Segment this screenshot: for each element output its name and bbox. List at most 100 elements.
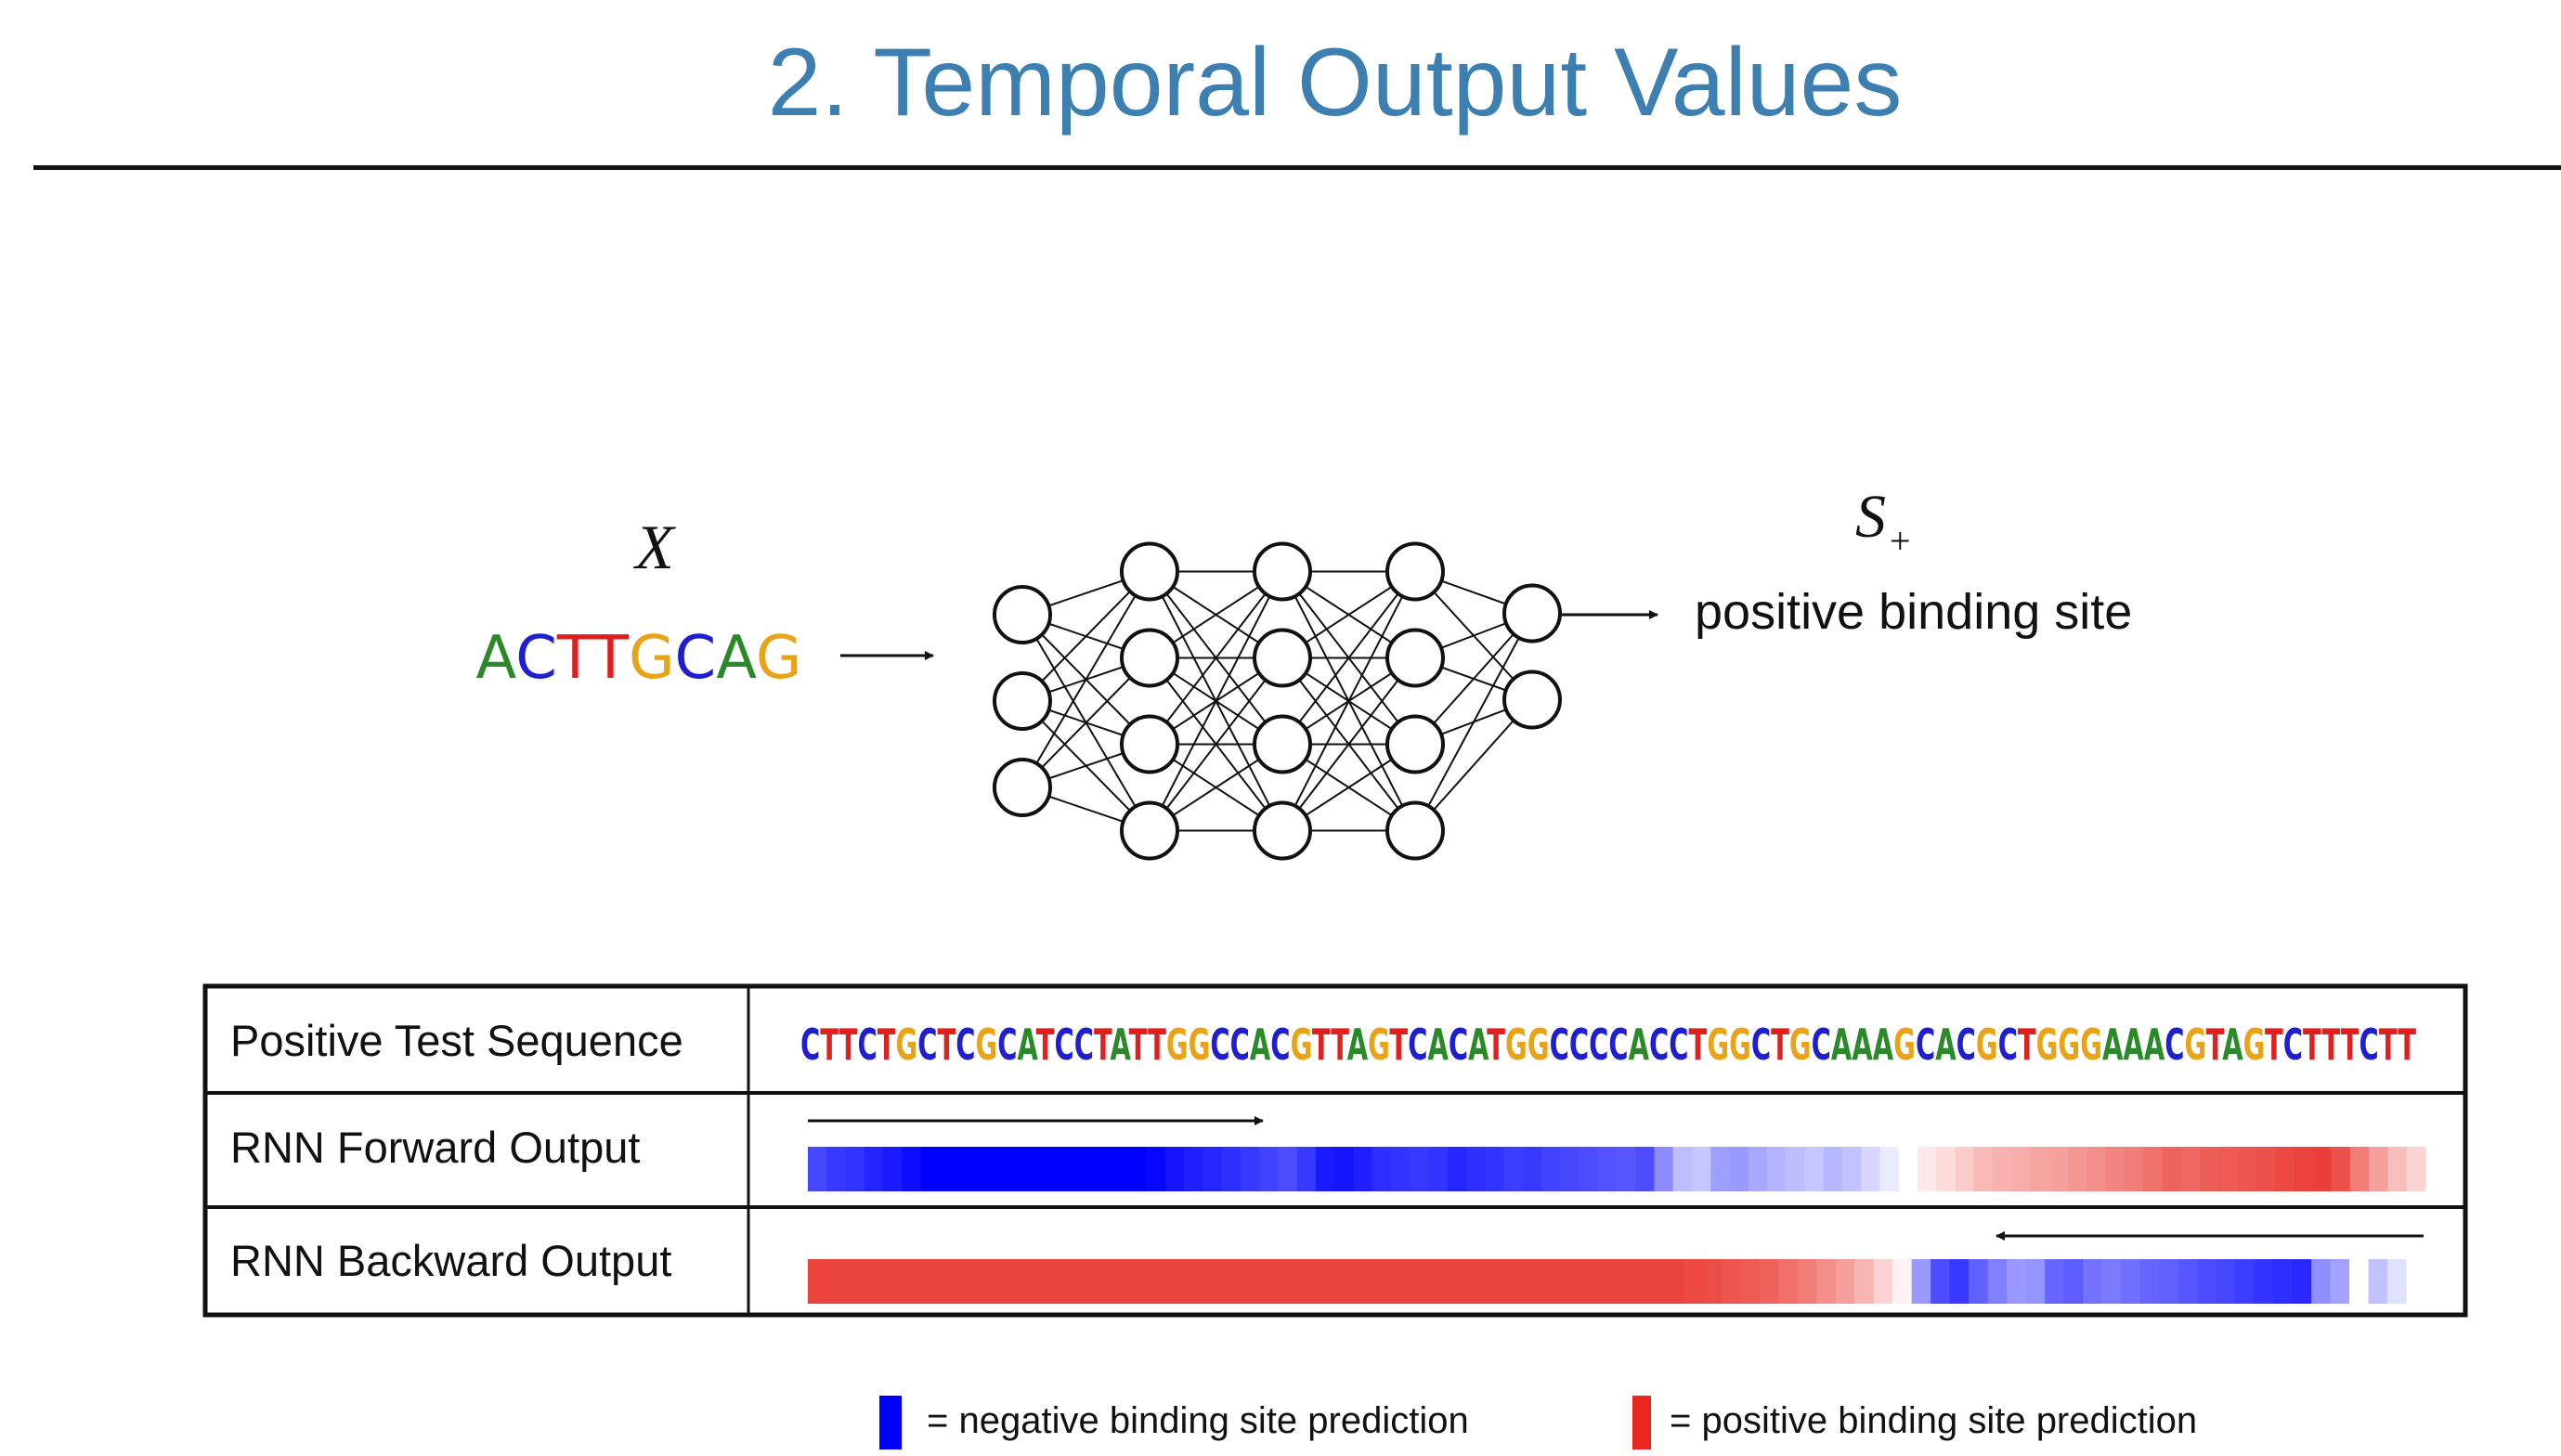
heatmap-cell [1955,1147,1975,1191]
output-variable-name: S [1855,483,1886,551]
test-nucleotide: A [1110,1020,1131,1070]
heatmap-cell [1321,1259,1342,1304]
test-nucleotide: G [895,1020,917,1070]
network-node [993,758,1052,817]
heatmap-cell [2368,1259,2388,1304]
heatmap-cell [2294,1147,2314,1191]
test-nucleotide: A [2222,1020,2243,1070]
heatmap-cell [826,1259,847,1304]
heatmap-cell [2143,1147,2164,1191]
heatmap-cell [1492,1259,1513,1304]
heatmap-cell [2011,1147,2032,1191]
legend-negative-label: = negative binding site prediction [927,1400,1469,1441]
test-nucleotide: G [1166,1020,1189,1070]
heatmap-cell [1410,1147,1430,1191]
heatmap-cell [1035,1259,1057,1304]
heatmap-cell [1034,1147,1053,1191]
forward-output-heatmap [808,1147,2426,1191]
heatmap-cell [939,1147,959,1191]
heatmap-cell [1089,1147,1110,1191]
heatmap-cell [2237,1147,2257,1191]
test-nucleotide: C [1270,1020,1290,1070]
heatmap-cell [2105,1147,2126,1191]
heatmap-cell [977,1147,997,1191]
heatmap-cell [1146,1147,1166,1191]
heatmap-cell [1759,1259,1779,1304]
test-nucleotide: C [2283,1020,2303,1070]
heatmap-cell [1188,1259,1208,1304]
heatmap-cell [1164,1147,1185,1191]
test-nucleotide: C [917,1020,937,1070]
test-nucleotide: A [1873,1020,1894,1070]
heatmap-cell [1672,1147,1693,1191]
heatmap-cell [995,1147,1016,1191]
heatmap-cell [1892,1259,1913,1304]
heatmap-cell [1503,1147,1524,1191]
input-nucleotide: G [756,624,802,693]
test-nucleotide: A [1468,1020,1489,1070]
heatmap-cell [2030,1147,2050,1191]
output-label: positive binding site [1695,584,2132,640]
heatmap-cell [1264,1259,1284,1304]
heatmap-cell [1073,1259,1095,1304]
test-nucleotide: G [2058,1020,2080,1070]
heatmap-cell [1597,1147,1618,1191]
heatmap-cell [1131,1259,1151,1304]
test-nucleotide: G [1893,1020,1916,1070]
input-nucleotide: A [716,624,757,693]
heatmap-cell [920,1147,941,1191]
heatmap-cell [1014,1147,1034,1191]
heatmap-cell [1428,1147,1449,1191]
test-nucleotide: C [956,1020,975,1070]
test-nucleotide: C [997,1020,1017,1070]
heatmap-cell [2178,1259,2198,1304]
heatmap-cell [2256,1147,2276,1191]
heatmap-cell [1930,1259,1951,1304]
heatmap-cell [1454,1259,1475,1304]
test-nucleotide: T [1389,1020,1408,1070]
heatmap-cell [1334,1147,1355,1191]
heatmap-cell [1797,1259,1817,1304]
heatmap-cell [2369,1147,2389,1191]
heatmap-cell [1721,1259,1741,1304]
test-nucleotide: A [1250,1020,1271,1070]
network-node [1120,714,1179,774]
heatmap-cell [1071,1147,1091,1191]
heatmap-cell [1283,1259,1304,1304]
input-nucleotide: G [629,624,675,693]
heatmap-cell [1786,1147,1806,1191]
heatmap-cell [1127,1147,1148,1191]
test-nucleotide: A [1831,1020,1852,1070]
heatmap-cell [1169,1259,1190,1304]
heatmap-cell [997,1259,1019,1304]
heatmap-cell [1993,1147,2012,1191]
test-nucleotide: T [2018,1020,2036,1070]
test-nucleotide: G [1189,1020,1211,1070]
test-nucleotide: G [1368,1020,1389,1070]
test-nucleotide: C [1956,1020,1976,1070]
heatmap-cell [1226,1259,1246,1304]
network-connection [1149,656,1283,832]
heatmap-cell [1390,1147,1410,1191]
heatmap-cell [2139,1259,2160,1304]
heatmap-cell [1804,1147,1825,1191]
network-node [1120,628,1179,688]
test-nucleotide: C [2360,1020,2379,1070]
test-nucleotide: T [1689,1020,1708,1070]
heatmap-cell [1372,1147,1392,1191]
test-nucleotide: G [2080,1020,2102,1070]
test-nucleotide: G [1976,1020,1998,1070]
test-nucleotide: T [2265,1020,2283,1070]
legend-negative-swatch [879,1396,902,1450]
row-label-backward-output: RNN Backward Output [230,1236,671,1285]
test-sequence: CTTCTGCTCGCATCCTATTGGCCACGTTAGTCACATGGCC… [800,1020,2416,1070]
legend: = negative binding site prediction = pos… [879,1396,2197,1450]
heatmap-cell [1579,1147,1599,1191]
network-node [1253,628,1312,688]
heatmap-cell [1969,1259,1989,1304]
heatmap-cell [1692,1147,1711,1191]
heatmap-cell [2311,1259,2332,1304]
heatmap-cell [2159,1259,2179,1304]
heatmap-cell [1522,1147,1542,1191]
